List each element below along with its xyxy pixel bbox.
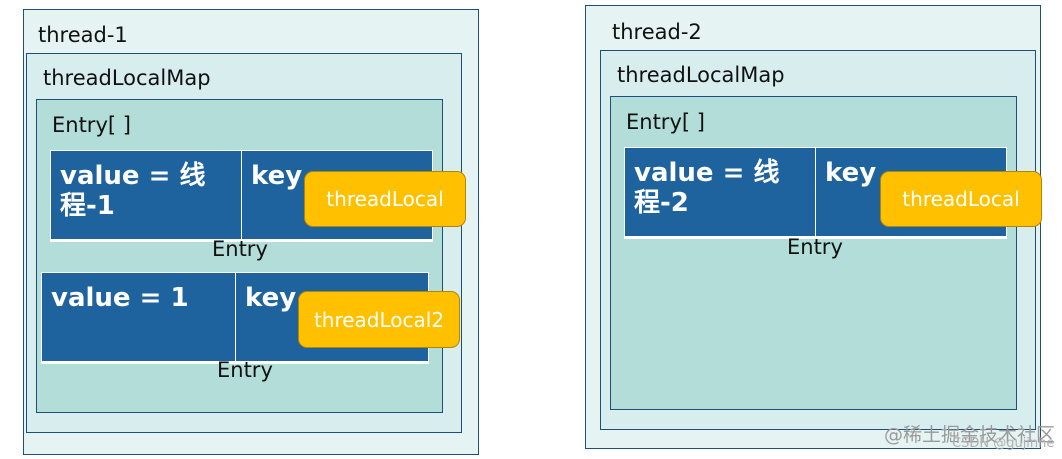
entry-value-cell: value = 1 [41,272,236,362]
key-pill-label: threadLocal2 [313,307,445,332]
thread-1-entry-1-key-pill: threadLocal [304,171,466,227]
entry-value-label: value = 线程-2 [634,158,780,218]
entry-value-label: value = 线程-1 [60,161,206,221]
entry-value-label: value = 1 [51,283,189,313]
thread-2-entry-1-caption: Entry [787,235,843,259]
key-pill-label: threadLocal [902,187,1020,211]
entry-key-label: key [251,161,303,191]
thread-2-title: thread-2 [612,20,702,44]
thread-1-entry-2-caption: Entry [217,358,273,382]
csdn-watermark: CSDN @gujinhe [952,436,1055,451]
thread-1-title: thread-1 [38,23,128,47]
thread-2-map-title: threadLocalMap [617,63,785,87]
thread-2-entry-1-key-pill: threadLocal [880,171,1042,227]
thread-1-array-title: Entry[ ] [52,113,131,137]
thread-1-map-title: threadLocalMap [43,66,211,90]
key-pill-label: threadLocal [326,187,444,211]
thread-1-entry-1-caption: Entry [212,237,268,261]
entry-key-label: key [245,283,297,313]
community-watermark: @稀土掘金技术社区 [884,424,1056,446]
entry-value-cell: value = 线程-1 [50,150,242,240]
entry-value-cell: value = 线程-2 [624,147,816,237]
thread-2-array-title: Entry[ ] [626,110,705,134]
thread-1-entry-2-key-pill: threadLocal2 [298,291,460,348]
entry-key-label: key [825,158,877,188]
